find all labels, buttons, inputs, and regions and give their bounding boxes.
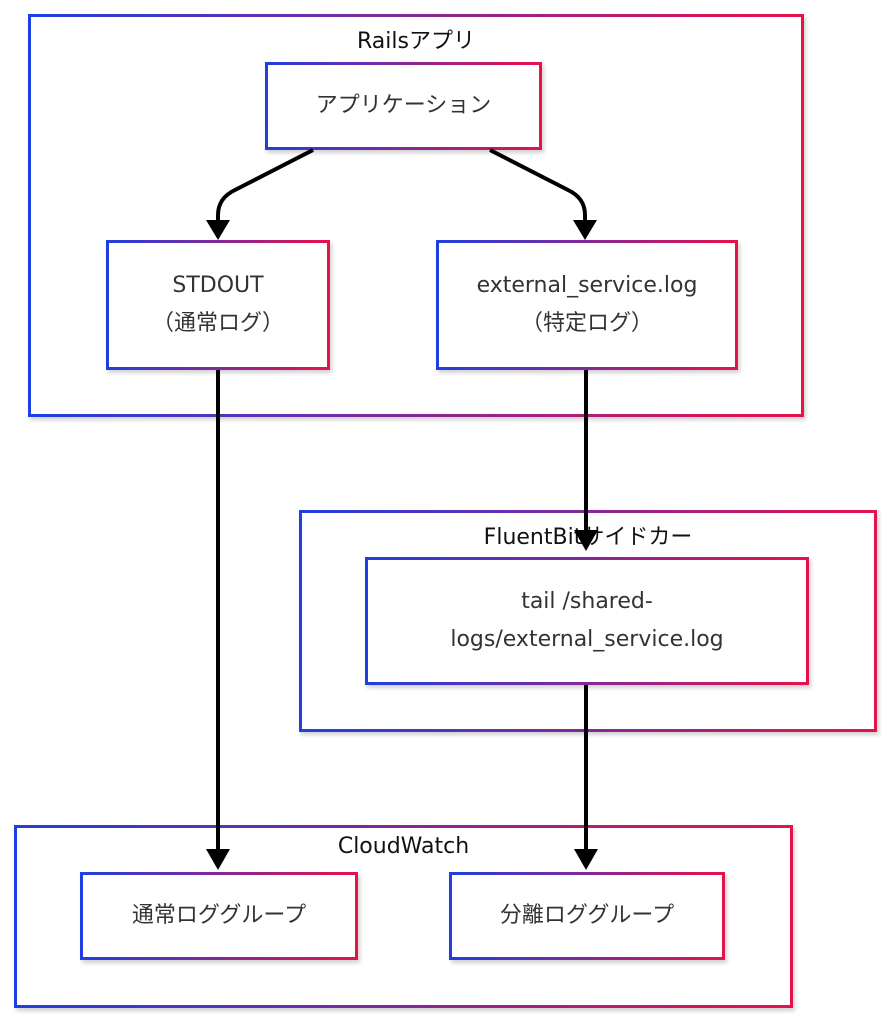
node-stdout-line1: STDOUT: [172, 273, 264, 298]
group-title-fluentbit-sidecar: FluentBitサイドカー: [483, 525, 693, 550]
node-tail-line1: tail /shared-: [521, 589, 653, 614]
node-external-service-log: external_service.log （特定ログ）: [436, 240, 738, 370]
node-tail-line2: logs/external_service.log: [450, 627, 724, 652]
node-separate-log-group-label: 分離ロググループ: [499, 903, 675, 928]
node-stdout: STDOUT （通常ログ）: [106, 240, 330, 370]
node-normal-log-group-label: 通常ロググループ: [131, 903, 307, 928]
node-normal-log-group: 通常ロググループ: [80, 872, 358, 960]
node-stdout-line2: （通常ログ）: [151, 311, 284, 336]
group-title-cloudwatch: CloudWatch: [337, 834, 470, 859]
node-application-label: アプリケーション: [315, 93, 492, 118]
node-external-log-line2: （特定ログ）: [520, 311, 653, 336]
node-application: アプリケーション: [265, 62, 542, 150]
group-title-rails-app: Railsアプリ: [357, 29, 475, 54]
node-tail: tail /shared- logs/external_service.log: [365, 557, 809, 685]
node-external-log-line1: external_service.log: [476, 273, 698, 298]
node-separate-log-group: 分離ロググループ: [449, 872, 725, 960]
